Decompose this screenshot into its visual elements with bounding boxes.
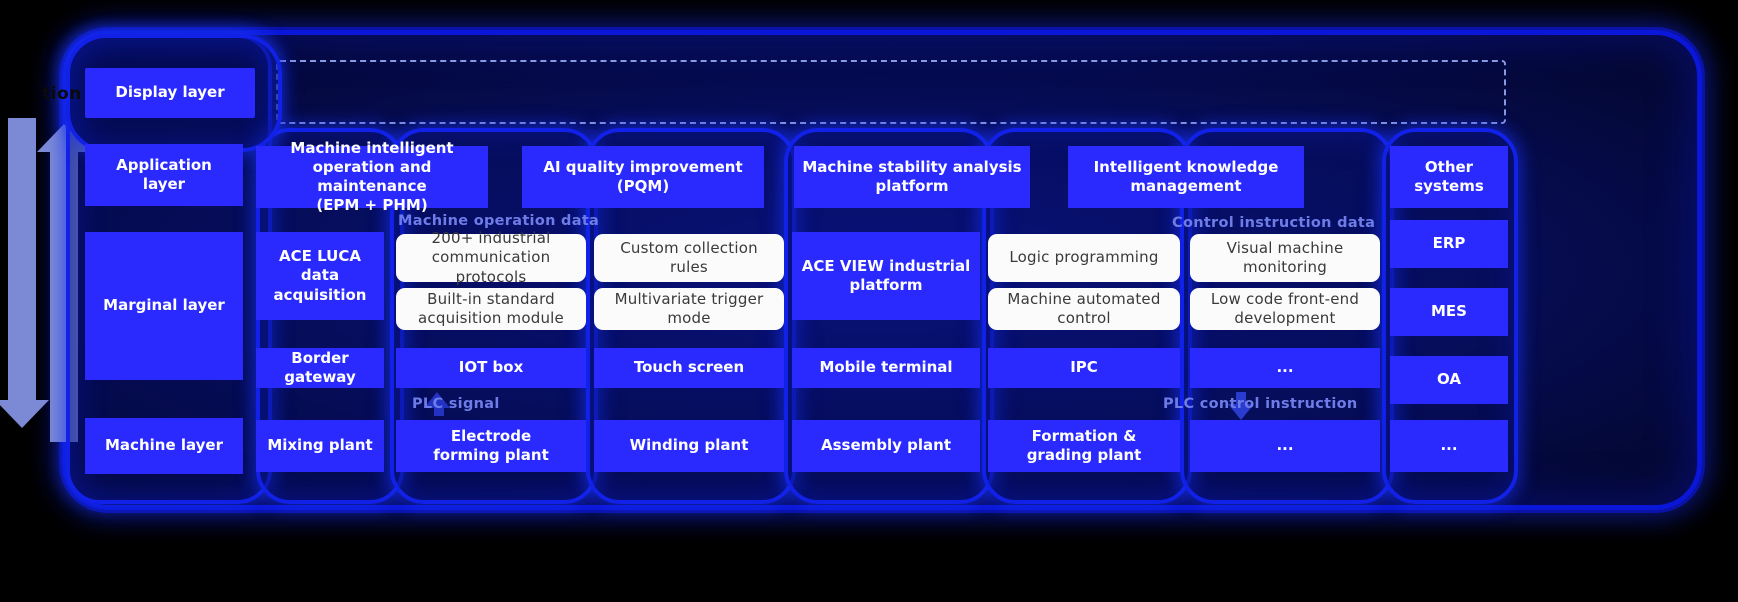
- machine-card-formation-grading: Formation &grading plant: [988, 420, 1180, 472]
- right-system-2: MES: [1390, 288, 1508, 336]
- machine-card-formation-grading-text: Formation &grading plant: [1026, 426, 1142, 464]
- device-card-iot-box: IOT box: [396, 348, 586, 388]
- machine-card-mixing-plant: Mixing plant: [256, 420, 384, 472]
- flow-label-control-instruction-data: Control instruction data: [1172, 215, 1376, 231]
- layer-label-marginal: Marginal layer: [85, 232, 243, 380]
- device-card-border-gateway: Border gateway: [256, 348, 384, 388]
- plc-control-arrow-stem: [1236, 392, 1246, 404]
- device-card-touch-screen: Touch screen: [594, 348, 784, 388]
- device-card-more: ...: [1190, 348, 1380, 388]
- cropped-side-caption: tion: [42, 84, 82, 104]
- device-card-ipc: IPC: [988, 348, 1180, 388]
- machine-card-winding-plant: Winding plant: [594, 420, 784, 472]
- application-card-1-text: AI quality improvement(PQM): [543, 157, 743, 195]
- display-layer-dashed-region: [276, 60, 1506, 124]
- right-system-3: OA: [1390, 356, 1508, 404]
- device-card-mobile-terminal: Mobile terminal: [792, 348, 980, 388]
- plc-control-arrow-head-icon: [1228, 404, 1254, 420]
- flow-label-plc-signal: PLC signal: [412, 396, 500, 412]
- layer-label-display: Display layer: [85, 68, 255, 118]
- machine-card-more: ...: [1190, 420, 1380, 472]
- machine-card-assembly-plant: Assembly plant: [792, 420, 980, 472]
- flow-label-machine-operation-data: Machine operation data: [398, 213, 600, 229]
- downward-flow-arrow: [0, 118, 49, 428]
- machine-card-right-more: ...: [1390, 420, 1508, 472]
- layer-label-machine: Machine layer: [85, 418, 243, 474]
- flow-label-plc-control-instruction: PLC control instruction: [1163, 396, 1358, 412]
- upward-flow-arrow: [37, 124, 91, 442]
- plc-signal-arrow-head-icon: [424, 392, 450, 408]
- marginal-card-logic-programming: Logic programming: [988, 234, 1180, 282]
- application-card-1: AI quality improvement(PQM): [522, 146, 764, 208]
- right-system-1: ERP: [1390, 220, 1508, 268]
- plc-signal-arrow-stem: [434, 404, 444, 416]
